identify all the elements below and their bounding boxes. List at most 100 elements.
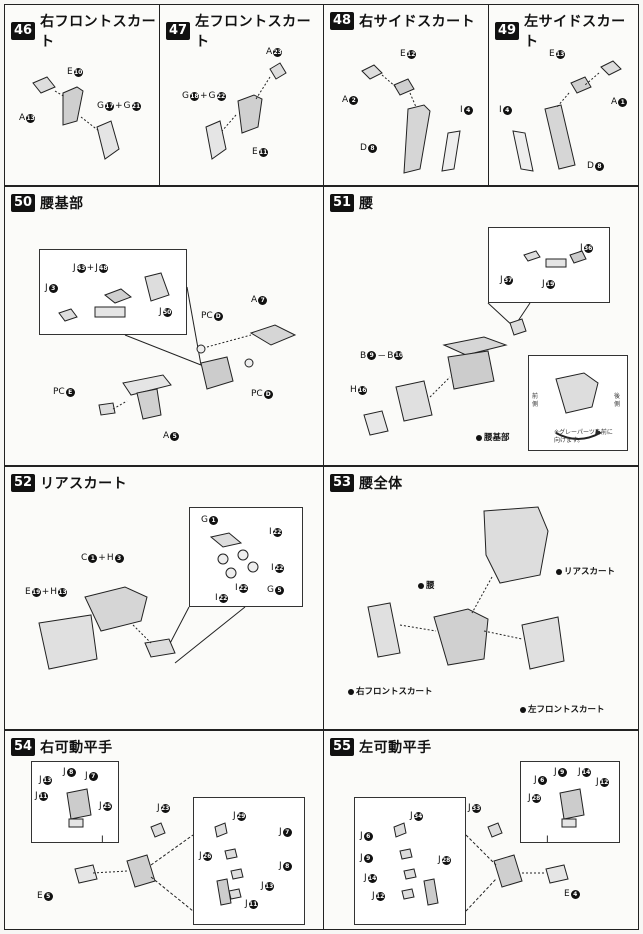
step-title: 右サイドスカート (359, 14, 476, 30)
part-letter: J (468, 803, 471, 813)
part-letter: I (546, 835, 549, 845)
part-number: D (213, 311, 223, 321)
part-number: 3 (48, 283, 58, 293)
part-letter: J (542, 279, 545, 289)
part-number: 22 (218, 593, 228, 603)
part-letter: A (251, 295, 258, 305)
step-number: 48 (330, 12, 355, 30)
part-letter: A (342, 95, 349, 105)
step-55-illustration (393, 788, 585, 912)
part-number: 26 (202, 851, 212, 861)
part-letter: A (266, 47, 273, 57)
part-number: 6 (537, 775, 547, 785)
step-49-illustration (512, 60, 622, 172)
step-46-illustration (32, 76, 120, 160)
part-number: 2 (349, 95, 359, 105)
part-letter: J (245, 899, 248, 909)
step-number: 46 (11, 22, 36, 40)
step-46-header: 46 右フロントスカート (11, 11, 159, 51)
part-number: 5 (170, 431, 180, 441)
part-letter: E (400, 49, 406, 59)
step-number: 53 (330, 474, 355, 492)
part-number: 13 (42, 775, 52, 785)
part-number: 1 (208, 515, 218, 525)
part-label: I (101, 835, 104, 845)
step-48-illustration (361, 64, 461, 174)
part-number: 8 (367, 143, 377, 153)
part-letter: G (208, 91, 216, 101)
part-number: 5 (43, 891, 53, 901)
step-53-panel: 53 腰全体 リアスカート 腰 右フロントスカート 左フロントスカート (324, 467, 640, 729)
part-letter: J (99, 801, 102, 811)
step-title: リアスカート (40, 476, 128, 492)
part-number: 37 (503, 275, 513, 285)
part-letter: J (596, 777, 599, 787)
part-number: 14 (367, 873, 377, 883)
part-number: 19 (545, 279, 555, 289)
step-47-header: 47 左フロントスカート (166, 11, 323, 51)
part-letter: J (233, 811, 236, 821)
part-letter: J (410, 811, 413, 821)
part-number: 9 (363, 853, 373, 863)
part-letter: A (163, 431, 170, 441)
step-48-header: 48 右サイドスカート (330, 11, 475, 31)
part-number: 18 (189, 91, 199, 101)
part-letter: G (267, 585, 274, 595)
part-letter: J (39, 775, 42, 785)
part-letter: H (350, 385, 357, 395)
part-number: D (263, 389, 273, 399)
step-number: 50 (11, 194, 36, 212)
part-number: 12 (406, 49, 416, 59)
part-number: 3 (114, 553, 124, 563)
step-50-illustration (58, 272, 297, 420)
orientation-back-label: 後側 (614, 393, 621, 408)
part-letter: J (372, 891, 375, 901)
step-54-illustration (66, 788, 244, 912)
part-letter: J (578, 767, 581, 777)
part-label: I (546, 835, 549, 845)
part-letter: G (182, 91, 189, 101)
part-letter: I (460, 105, 463, 115)
step-title: 左フロントスカート (195, 14, 312, 50)
part-number: 13 (26, 113, 36, 123)
part-number: 23 (273, 47, 283, 57)
part-letter: J (528, 793, 531, 803)
part-number: 13 (58, 587, 68, 597)
step-53-header: 53 腰全体 (330, 473, 403, 493)
assembly-label: 左フロントスカート (520, 703, 605, 715)
assembly-label: 腰 (418, 579, 435, 591)
part-number: 10 (394, 351, 404, 360)
part-letter: I (101, 835, 104, 845)
part-letter: PC (201, 311, 213, 321)
